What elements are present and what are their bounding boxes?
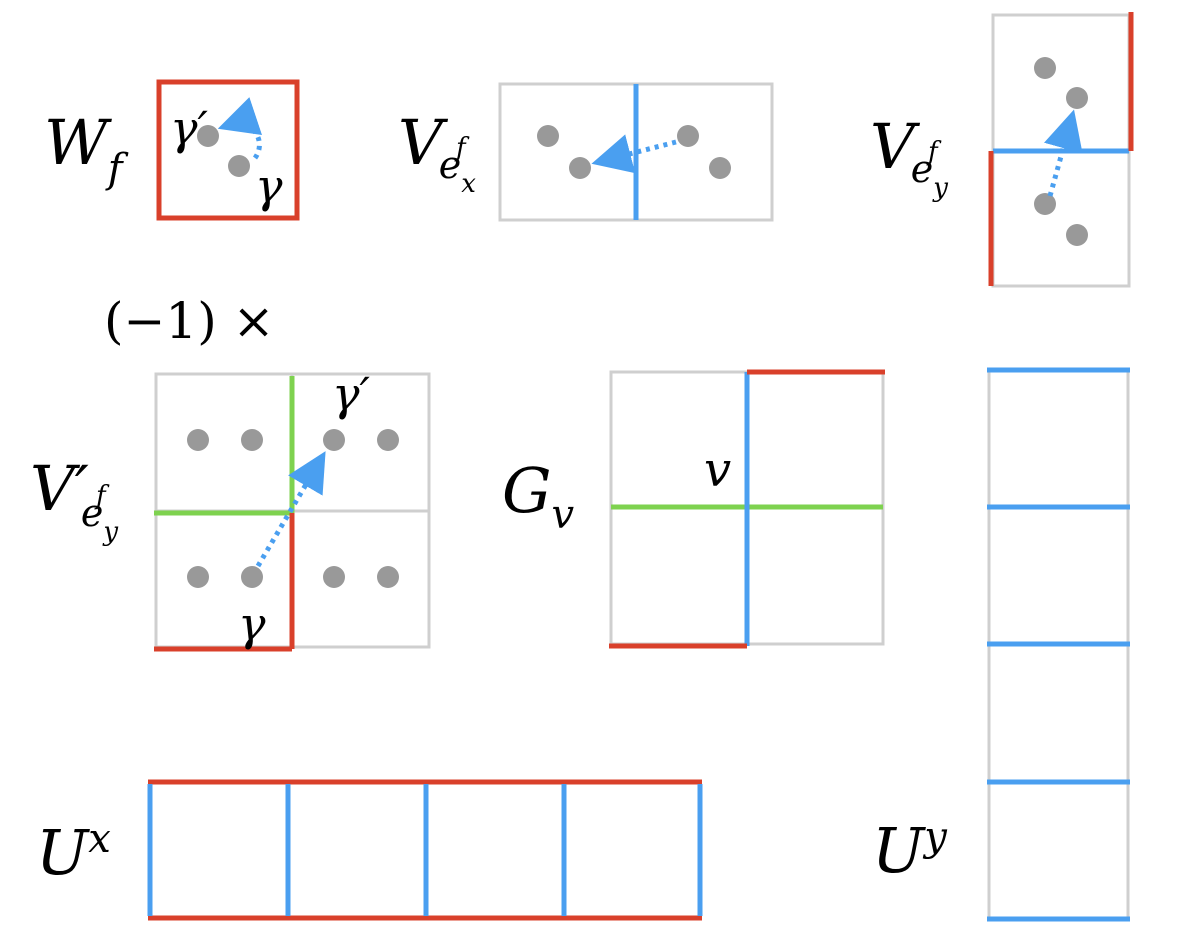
v-prime-ey-panel: V′ey f γ′ γ <box>30 367 431 652</box>
v-ey-panel: Vey f <box>870 12 1134 288</box>
v-prime-ey-arrow <box>255 451 326 568</box>
u-x-panel: Ux <box>36 779 703 921</box>
v-prime-ey-dot-3 <box>323 429 345 451</box>
v-ex-dot-1 <box>537 125 559 147</box>
w-f-panel: Wf γ′ γ <box>44 79 300 221</box>
w-f-label: Wf <box>44 106 129 192</box>
minus-one-times-label: (−1) × <box>104 292 275 350</box>
v-ey-label: Vey <box>870 110 948 203</box>
v-ex-arrow <box>591 134 677 174</box>
v-ey-dot-2 <box>1066 87 1088 109</box>
v-ey-dot-4 <box>1066 224 1088 246</box>
w-f-gamma-prime-label: γ′ <box>170 101 208 155</box>
v-ey-dot-3 <box>1034 193 1056 215</box>
v-ex-dot-3 <box>677 125 699 147</box>
w-f-gamma-label: γ <box>255 159 283 213</box>
v-prime-ey-dot-7 <box>323 566 345 588</box>
v-prime-ey-dot-4 <box>377 429 399 451</box>
v-ex-dot-2 <box>569 157 591 179</box>
v-prime-ey-dot-2 <box>241 429 263 451</box>
v-prime-ey-gamma-prime-label: γ′ <box>332 367 370 421</box>
v-ey-arrow <box>1044 109 1083 197</box>
v-ex-panel: Vex f <box>398 82 774 222</box>
v-prime-ey-dot-1 <box>187 429 209 451</box>
u-y-label: Uy <box>872 814 948 887</box>
w-f-plaquette <box>156 79 300 221</box>
w-f-arrow <box>217 97 263 160</box>
g-v-panel: Gv v <box>502 369 885 649</box>
v-prime-ey-dot-8 <box>377 566 399 588</box>
v-ey-dot-1 <box>1034 57 1056 79</box>
v-ey-label-f: f <box>926 137 942 167</box>
v-prime-ey-label-f: f <box>94 481 110 511</box>
g-v-label: Gv <box>502 454 575 538</box>
u-x-label: Ux <box>36 816 111 889</box>
v-prime-ey-dot-5 <box>187 566 209 588</box>
v-ex-dot-4 <box>709 157 731 179</box>
w-f-dot-upper <box>197 125 219 147</box>
g-v-vertex-label: v <box>704 442 731 498</box>
u-y-panel: Uy <box>872 367 1130 922</box>
v-prime-ey-dot-6 <box>241 566 263 588</box>
v-ex-label: Vex <box>398 106 476 199</box>
v-ex-label-f: f <box>454 133 470 163</box>
v-prime-ey-label: V′ey <box>30 452 118 547</box>
w-f-dot-lower <box>228 155 250 177</box>
v-prime-ey-gamma-label: γ <box>238 597 266 651</box>
